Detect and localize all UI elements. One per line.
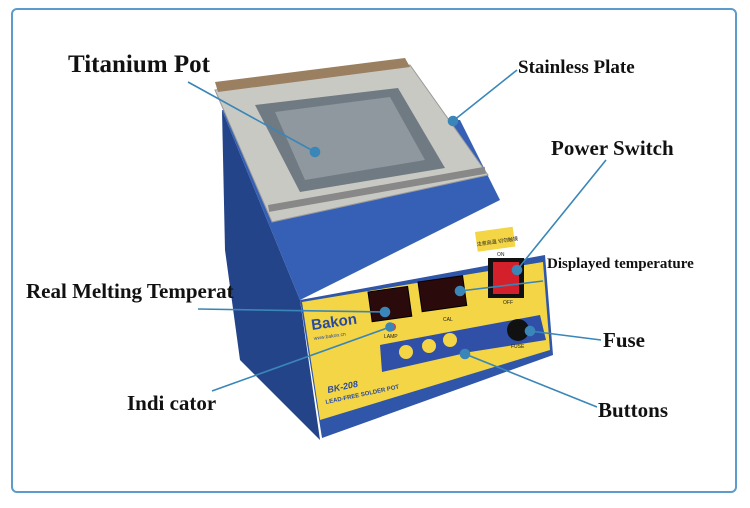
label-buttons: Buttons: [598, 398, 669, 422]
fuse-cap: [507, 319, 529, 341]
brand-logo: Bakon: [310, 311, 358, 334]
callout-line-buttons: [464, 353, 598, 408]
warning-sticker: [475, 226, 516, 252]
up-button: [422, 339, 436, 353]
callout-line-power-switch: [516, 159, 607, 271]
on-label: ON: [497, 252, 505, 258]
cal-label: CAL: [443, 317, 453, 323]
callout-line-fuse: [529, 330, 602, 341]
label-stainless-plate: Stainless Plate: [518, 57, 635, 78]
label-titanium-pot: Titanium Pot: [68, 51, 210, 78]
brand-website: www.bakon.cn: [313, 332, 346, 342]
label-displayed-temperature: Displayed temperature: [547, 256, 694, 272]
callout-line-titanium-pot: [187, 81, 316, 153]
lamp-label: LAMP: [384, 334, 398, 340]
callout-line-displayed-temperature: [459, 280, 544, 292]
device-left-side: [222, 110, 320, 440]
callout-line-indicator: [211, 326, 391, 392]
callout-line-stainless-plate: [452, 69, 518, 122]
real-temp-display: [367, 285, 413, 323]
label-real-melting: Real Melting Temperat: [26, 279, 234, 303]
star-button: [443, 333, 457, 347]
label-power-switch: Power Switch: [551, 136, 674, 160]
handle-bar: [215, 58, 410, 92]
label-indicator: Indi cator: [127, 391, 217, 415]
pot-interior: [275, 97, 425, 180]
button-strip: [380, 315, 546, 372]
bottom-rod: [268, 166, 486, 212]
frame-border: [11, 8, 737, 493]
callout-line-real-melting: [197, 308, 386, 313]
off-label: OFF: [503, 300, 513, 306]
down-button: [399, 345, 413, 359]
fuse-label: FUSE: [511, 344, 525, 350]
label-fuse: Fuse: [603, 328, 645, 352]
